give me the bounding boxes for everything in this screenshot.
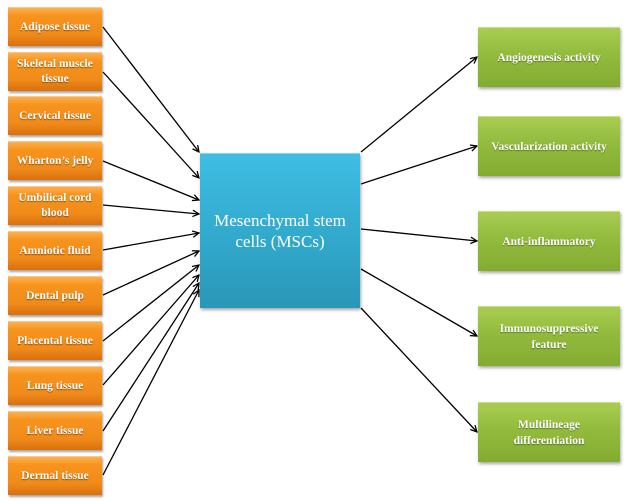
arrow-source-to-hub [102,290,199,476]
outcome-box-vascularization: Vascularization activity [478,116,620,176]
source-box-cervical-tissue: Cervical tissue [8,96,102,135]
arrow-source-to-hub [102,265,199,342]
arrow-hub-to-outcome [360,228,477,241]
outcome-box-angiogenesis: Angiogenesis activity [478,27,620,87]
source-label: Adipose tissue [20,20,90,33]
outcome-box-anti-inflammatory: Anti-inflammatory [478,211,620,271]
outcome-box-multilineage: Multilineage differentiation [478,402,620,462]
source-box-dermal-tissue: Dermal tissue [8,456,102,495]
source-box-whartons-jelly: Wharton’s jelly [8,141,102,180]
source-box-dental-pulp: Dental pulp [8,276,102,315]
arrow-source-to-hub [102,71,199,178]
arrow-hub-to-outcome [360,268,477,336]
outcome-label: Anti-inflammatory [502,235,596,248]
source-box-liver-tissue: Liver tissue [8,411,102,450]
arrow-hub-to-outcome [360,307,477,432]
outcome-label: Vascularization activity [491,140,607,153]
arrow-hub-to-outcome [360,57,477,153]
source-label: Cervical tissue [19,109,91,122]
source-box-umbilical-cord-blood: Umbilical cord blood [8,186,102,225]
hub-label: Mesenchymal stem cells (MSCs) [214,211,346,251]
arrow-source-to-hub [102,283,199,432]
source-label: Wharton’s jelly [16,154,94,167]
source-label: Umbilical cord blood [18,192,92,219]
msc-hub-box: Mesenchymal stem cells (MSCs) [200,153,360,308]
source-box-amniotic-fluid: Amniotic fluid [8,231,102,270]
arrow-hub-to-outcome [360,146,477,185]
source-label: Dermal tissue [21,469,89,482]
source-box-lung-tissue: Lung tissue [8,366,102,405]
source-box-adipose-tissue: Adipose tissue [8,7,102,46]
arrow-source-to-hub [102,160,199,200]
arrow-source-to-hub [102,204,199,214]
arrow-source-to-hub [102,251,199,296]
source-label: Skeletal muscle tissue [17,58,93,85]
source-label: Dental pulp [26,289,84,302]
outcome-label: Angiogenesis activity [497,51,601,64]
outcome-box-immunosuppressive: Immunosuppressive feature [478,306,620,366]
source-label: Amniotic fluid [19,244,91,257]
outcome-label: Immunosuppressive feature [499,322,599,351]
source-box-placental-tissue: Placental tissue [8,321,102,360]
source-box-skeletal-muscle-tissue: Skeletal muscle tissue [8,52,102,91]
outcome-label: Multilineage differentiation [513,418,585,447]
arrow-source-to-hub [102,26,199,152]
arrow-source-to-hub [102,275,199,386]
source-label: Liver tissue [26,424,84,437]
source-label: Placental tissue [17,334,93,347]
arrow-source-to-hub [102,233,199,251]
source-label: Lung tissue [26,379,84,392]
